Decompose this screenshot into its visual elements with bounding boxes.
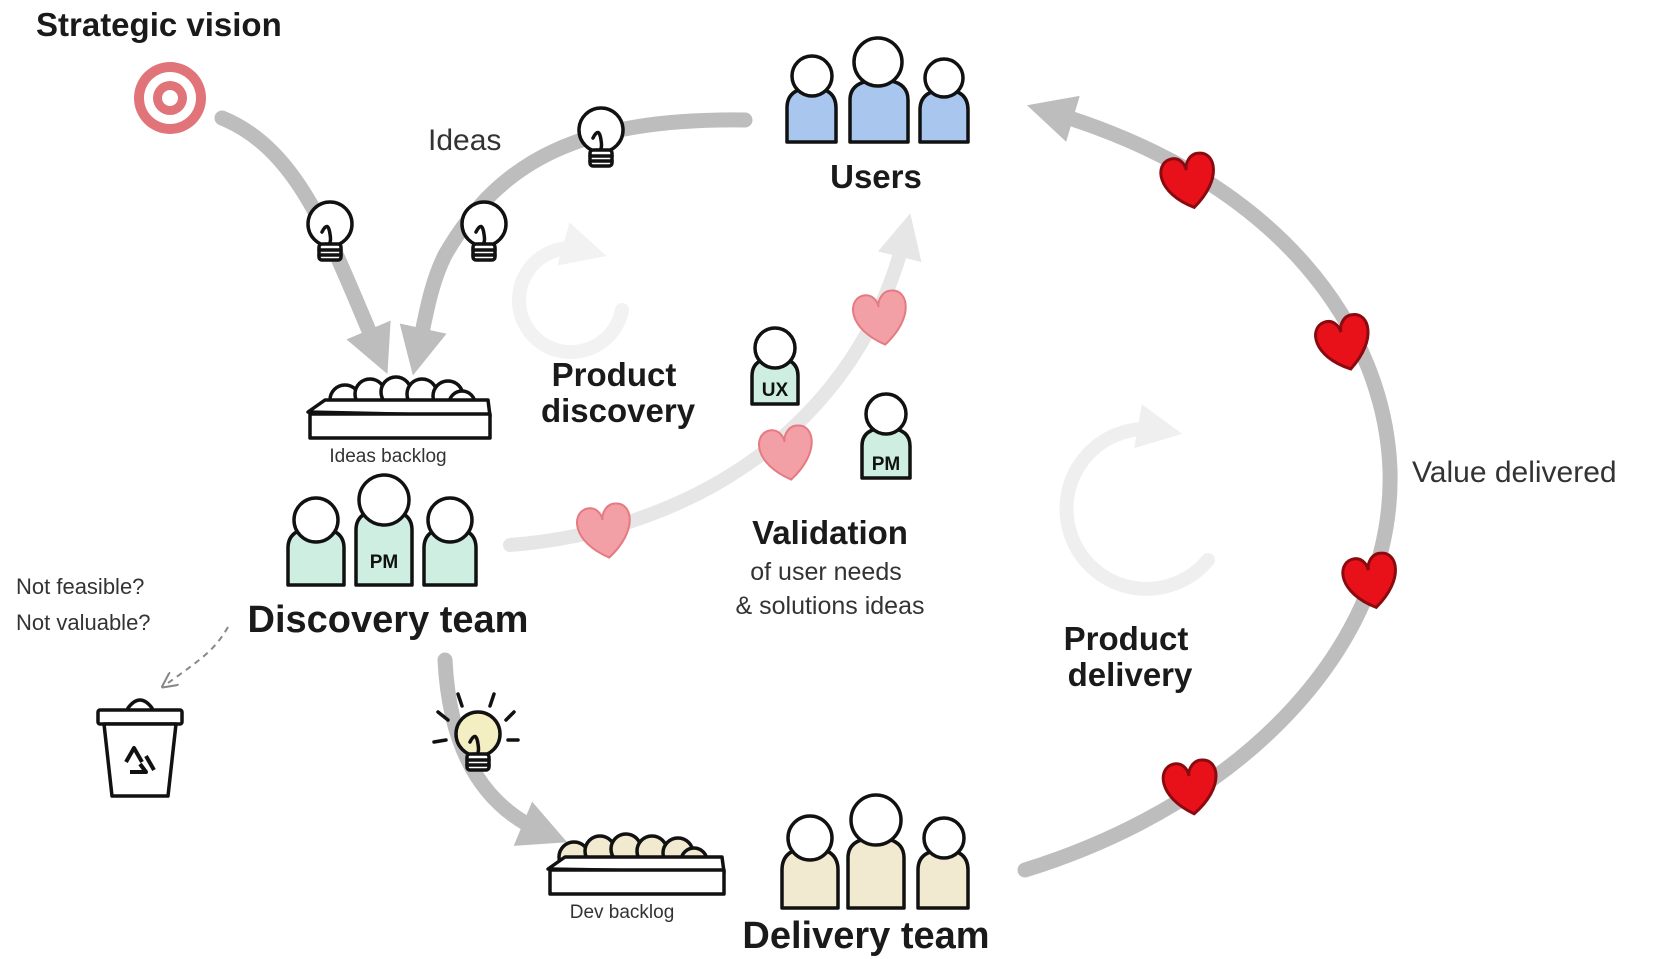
validation-sub-line1: of user needs <box>750 558 902 586</box>
discovery-team-label: Discovery team <box>248 599 529 641</box>
lightbulb-icon <box>460 200 508 262</box>
product-delivery-label-line1: Product <box>1064 620 1189 657</box>
heart-icon <box>1159 151 1215 210</box>
delivery-cycle-icon <box>1059 404 1215 596</box>
pm-person-icon: PM <box>860 392 912 480</box>
validation-sub-line2: & solutions ideas <box>735 592 924 620</box>
users-group <box>785 36 970 144</box>
person-icon: PM <box>354 473 414 587</box>
heart-icon <box>576 502 631 559</box>
ux-badge: UX <box>762 380 789 401</box>
heart-icon <box>1341 551 1397 610</box>
heart-icon <box>758 424 813 481</box>
ideas-label: Ideas <box>428 124 501 157</box>
pm-badge: PM <box>370 552 399 573</box>
backlog-tray-icon <box>306 375 492 440</box>
person-icon <box>916 816 970 910</box>
target-icon <box>134 62 206 134</box>
discovery-team-group: PM <box>286 473 478 587</box>
not-feasible-label: Not feasible? <box>16 574 144 599</box>
person-icon <box>286 496 346 587</box>
recycle-bin-icon <box>96 698 184 798</box>
validation-label: Validation <box>752 514 908 551</box>
strategic-vision-label: Strategic vision <box>36 6 282 43</box>
delivery-team-label: Delivery team <box>742 915 989 957</box>
users-label: Users <box>830 158 922 195</box>
discard-arrow <box>168 626 229 683</box>
backlog-tray-icon <box>546 832 726 896</box>
vision-to-backlog-arrow <box>214 110 391 375</box>
person-icon <box>785 54 838 144</box>
person-icon <box>422 496 478 587</box>
product-discovery-label-line1: Product <box>552 356 677 393</box>
discovery-to-dev-backlog-arrow <box>437 652 568 846</box>
not-valuable-label: Not valuable? <box>16 610 151 635</box>
lightbulb-icon <box>306 200 354 262</box>
lit-lightbulb-icon <box>432 692 520 772</box>
person-icon <box>848 36 910 144</box>
discovery-cycle-icon <box>511 222 629 360</box>
person-icon <box>918 57 970 144</box>
lightbulb-icon <box>577 106 625 168</box>
delivery-team-group <box>780 793 970 910</box>
ideas-backlog-label: Ideas backlog <box>329 446 446 467</box>
heart-icon <box>1314 313 1370 371</box>
pm-badge: PM <box>872 454 901 475</box>
person-icon <box>846 793 906 910</box>
person-icon <box>780 814 840 910</box>
product-delivery-label-line2: delivery <box>1068 656 1193 693</box>
value-delivered-arrow <box>1017 95 1398 878</box>
ux-person-icon: UX <box>750 326 800 406</box>
heart-icon <box>1161 758 1218 816</box>
heart-icon <box>852 289 907 346</box>
product-discovery-label-line2: discovery <box>541 392 696 429</box>
dev-backlog-label: Dev backlog <box>570 902 675 923</box>
value-delivered-label: Value delivered <box>1412 456 1617 489</box>
